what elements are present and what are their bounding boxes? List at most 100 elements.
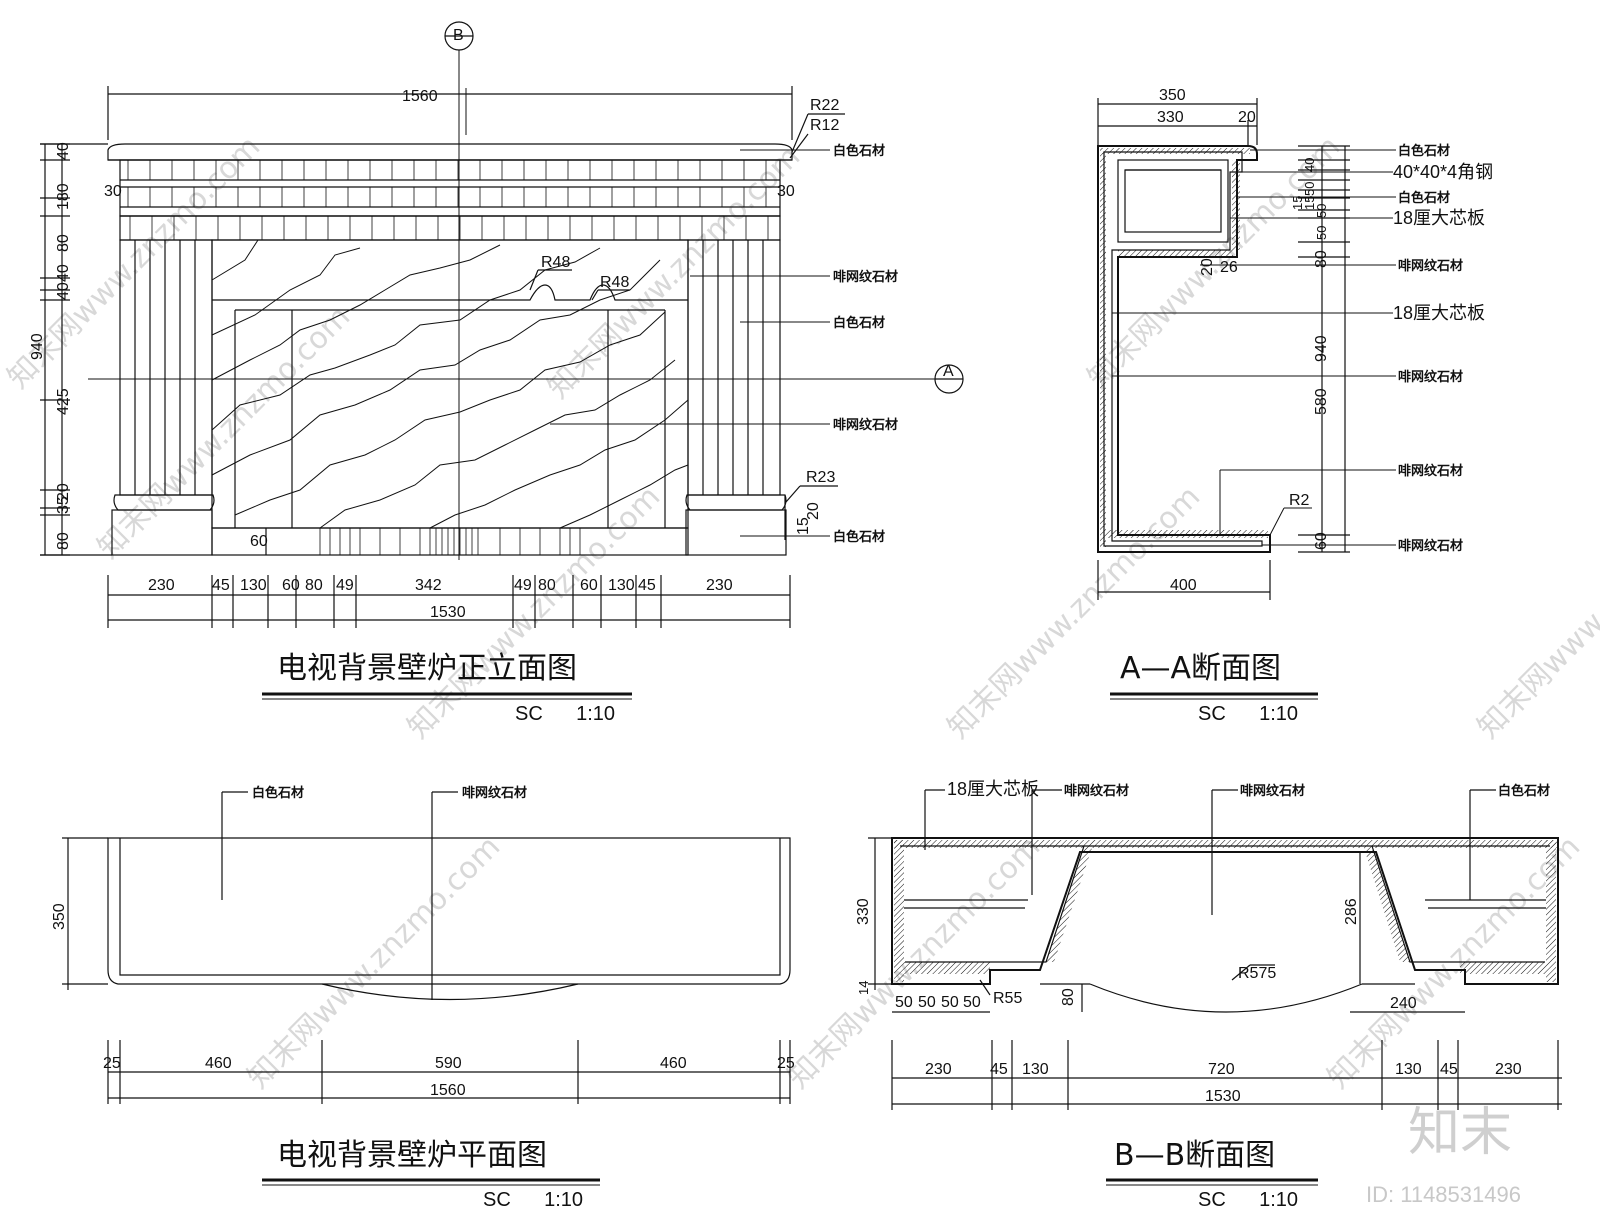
elevation-bottom-dim: 230	[706, 577, 733, 594]
dim-hearth-60: 60	[250, 533, 268, 550]
bb-small-50-2: 50	[918, 994, 936, 1011]
dim-side-30-left: 30	[104, 183, 122, 200]
bb-bottom-dim: 45	[1440, 1061, 1458, 1078]
elevation-bottom-dim: 49	[336, 577, 354, 594]
elevation-bottom-dim: 60	[282, 577, 300, 594]
aa-radius-r2: R2	[1289, 492, 1310, 509]
elevation-title: 电视背景壁炉正立面图	[277, 651, 577, 686]
aa-right-50b: 50	[1314, 204, 1329, 218]
radius-r22: R22	[810, 97, 839, 114]
label-white-stone-bottom: 白色石材	[833, 529, 885, 545]
elevation-left-dim: 40	[55, 264, 72, 282]
plan-bottom-dim: 25	[777, 1055, 795, 1072]
section-aa-scale: SC 1:10	[1198, 703, 1298, 725]
section-a-label: A	[943, 363, 954, 380]
aa-top-20: 20	[1238, 109, 1256, 126]
section-b-label: B	[453, 27, 464, 44]
label-white-stone-mid: 白色石材	[833, 315, 885, 331]
elevation-left-dim: 180	[55, 183, 72, 210]
aa-label-core-board-2: 18厘大芯板	[1393, 303, 1485, 323]
bb-radius-r575: R575	[1238, 965, 1276, 982]
section-bb-title: B—B断面图	[1114, 1138, 1275, 1173]
plan-label-brown-stone: 啡网纹石材	[462, 785, 527, 801]
aa-top-330: 330	[1157, 109, 1184, 126]
brand-watermark: 知末	[1408, 1103, 1512, 1163]
watermark-text: 知末网www.znzmo.com	[941, 479, 1207, 745]
plan-bottom-dim: 25	[103, 1055, 121, 1072]
watermark-text: 知末网www.znzmo.com	[241, 829, 507, 1095]
elevation-bottom-dim: 130	[240, 577, 267, 594]
elevation-bottom-dim: 130	[608, 577, 635, 594]
bb-bottom-dim: 45	[990, 1061, 1008, 1078]
elevation-left-dim: 80	[55, 234, 72, 252]
bb-bottom-dim: 130	[1022, 1061, 1049, 1078]
bb-dim-80: 80	[1060, 988, 1077, 1006]
elevation-left-total: 940	[29, 333, 46, 360]
aa-label-angle-steel: 40*40*4角钢	[1393, 162, 1493, 182]
bb-bottom-dim: 230	[1495, 1061, 1522, 1078]
aa-dim-20: 20	[1199, 258, 1216, 276]
bb-bottom-total: 1530	[1205, 1088, 1241, 1105]
elevation-bottom-dim: 80	[538, 577, 556, 594]
bb-dim-330: 330	[855, 898, 872, 925]
plan-bottom-dim: 460	[205, 1055, 232, 1072]
elevation-bottom-dim: 45	[212, 577, 230, 594]
plan-labels: 白色石材 啡网纹石材 350	[51, 785, 527, 930]
elevation-bottom-dim: 49	[514, 577, 532, 594]
bb-bottom-dim: 230	[925, 1061, 952, 1078]
plan-label-white-stone: 白色石材	[252, 785, 304, 801]
bb-label-brown-stone-1: 啡网纹石材	[1064, 783, 1129, 799]
elevation-bottom-dim: 342	[415, 577, 442, 594]
aa-right-50a: 50	[1302, 182, 1317, 196]
plan-bottom-dim: 460	[660, 1055, 687, 1072]
aa-right-15b: 15	[1302, 196, 1317, 210]
bb-dim-286: 286	[1343, 898, 1360, 925]
aa-right-40: 40	[1302, 158, 1317, 172]
watermark-text: 知末网www.znzmo.com	[541, 139, 807, 405]
elevation-left-dim: 40	[55, 282, 72, 300]
plan-view	[62, 791, 791, 1104]
elevation-bottom-dim: 60	[580, 577, 598, 594]
bb-label-core-board: 18厘大芯板	[947, 779, 1039, 799]
aa-bottom-400: 400	[1170, 577, 1197, 594]
bb-label-white-stone: 白色石材	[1498, 783, 1550, 799]
aa-right-total: 940	[1313, 335, 1330, 362]
aa-label-brown-stone-1: 啡网纹石材	[1398, 258, 1463, 274]
aa-label-white-stone-1: 白色石材	[1398, 143, 1450, 159]
elevation-left-dim: 20	[55, 483, 72, 501]
bb-dim-240: 240	[1390, 995, 1417, 1012]
bb-bottom-dim: 720	[1208, 1061, 1235, 1078]
aa-top-350: 350	[1159, 87, 1186, 104]
section-bb-labels: 18厘大芯板 啡网纹石材 啡网纹石材 白色石材 330 14 50 50 50 …	[855, 779, 1550, 1012]
section-aa-view: 26 20 R2	[1097, 98, 1396, 600]
elevation-bottom-dim: 230	[148, 577, 175, 594]
section-bb-view	[868, 789, 1562, 1110]
elevation-bottom-total: 1530	[430, 604, 466, 621]
plan-scale: SC 1:10	[483, 1189, 583, 1211]
section-aa-title: A—A断面图	[1120, 651, 1281, 686]
aa-label-brown-stone-3: 啡网纹石材	[1398, 463, 1463, 479]
aa-right-580: 580	[1313, 388, 1330, 415]
plan-title: 电视背景壁炉平面图	[277, 1138, 547, 1173]
plan-bottom-total: 1560	[430, 1082, 466, 1099]
label-brown-stone-2: 啡网纹石材	[833, 417, 898, 433]
section-bb-scale: SC 1:10	[1198, 1189, 1298, 1211]
elevation-bottom-dim: 45	[638, 577, 656, 594]
radius-r23: R23	[806, 469, 835, 486]
elevation-bottom-dim: 80	[305, 577, 323, 594]
aa-label-core-board-1: 18厘大芯板	[1393, 208, 1485, 228]
watermark-text: 知末网www.znzmo.com	[1471, 479, 1600, 745]
bb-small-50-1: 50	[895, 994, 913, 1011]
dim-right-20: 20	[805, 502, 822, 520]
plan-dim-350: 350	[51, 903, 68, 930]
aa-label-white-stone-2: 白色石材	[1398, 190, 1450, 206]
image-id-watermark: ID: 1148531496	[1366, 1182, 1521, 1207]
aa-right-50c: 50	[1314, 226, 1329, 240]
plan-bottom-dim: 590	[435, 1055, 462, 1072]
radius-r48-b: R48	[600, 274, 629, 291]
aa-right-80: 80	[1313, 250, 1330, 268]
bb-dim-14: 14	[856, 981, 871, 995]
aa-right-60: 60	[1313, 532, 1330, 550]
section-aa-labels: 350 330 20 白色石材 40*40*4角钢 白色石材 18厘大芯板 啡网…	[1157, 87, 1493, 594]
